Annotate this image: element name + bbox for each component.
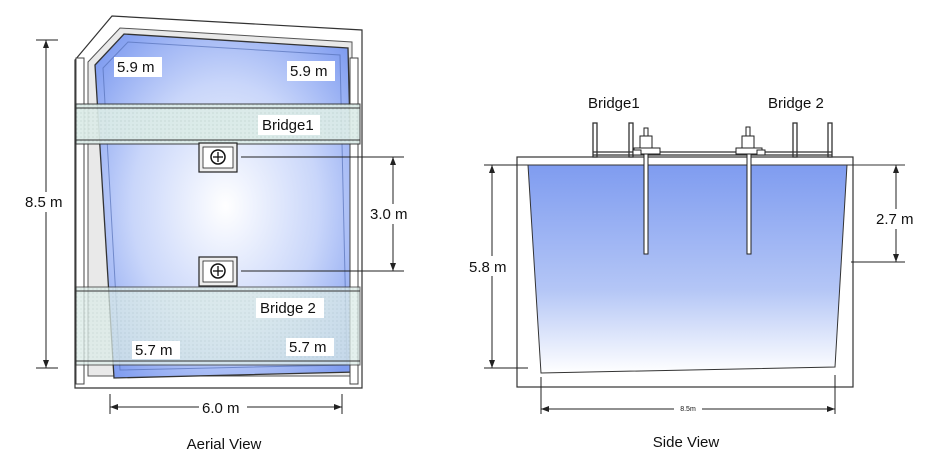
aerial-dim-top-left: 5.9 m (117, 59, 155, 76)
side-bridge-rails (592, 122, 833, 158)
aerial-sensor-2 (198, 256, 238, 287)
aerial-sensor-1 (198, 142, 238, 173)
side-probe-2 (735, 126, 766, 255)
side-length-label: 8.5m (680, 406, 696, 413)
aerial-width-label: 6.0 m (202, 400, 240, 417)
side-view: Bridge1 Bridge 2 5.8 m 2.7 m (466, 95, 923, 451)
side-bridge-1-label: Bridge1 (588, 95, 640, 112)
aerial-sensor-spacing-label: 3.0 m (370, 206, 408, 223)
aerial-bridge-2-label: Bridge 2 (260, 300, 316, 317)
side-probe-depth-label: 2.7 m (876, 211, 914, 228)
aerial-dim-top-right: 5.9 m (290, 63, 328, 80)
side-caption: Side View (653, 434, 720, 451)
side-depth-label: 5.8 m (469, 259, 507, 276)
side-probe-1 (632, 127, 661, 255)
aerial-caption: Aerial View (187, 436, 262, 453)
side-water-body (527, 164, 848, 374)
side-bridge-2-label: Bridge 2 (768, 95, 824, 112)
aerial-length-label: 8.5 m (25, 194, 63, 211)
aerial-bridge-1-label: Bridge1 (262, 117, 314, 134)
aerial-view: 5.9 m 5.9 m Bridge1 Bridge 2 5.7 m 5.7 m… (22, 15, 414, 453)
aerial-post-left (75, 57, 85, 385)
aerial-dim-bottom-left: 5.7 m (135, 342, 173, 359)
aerial-dim-bottom-right: 5.7 m (289, 339, 327, 356)
aerial-post-right (349, 57, 359, 385)
